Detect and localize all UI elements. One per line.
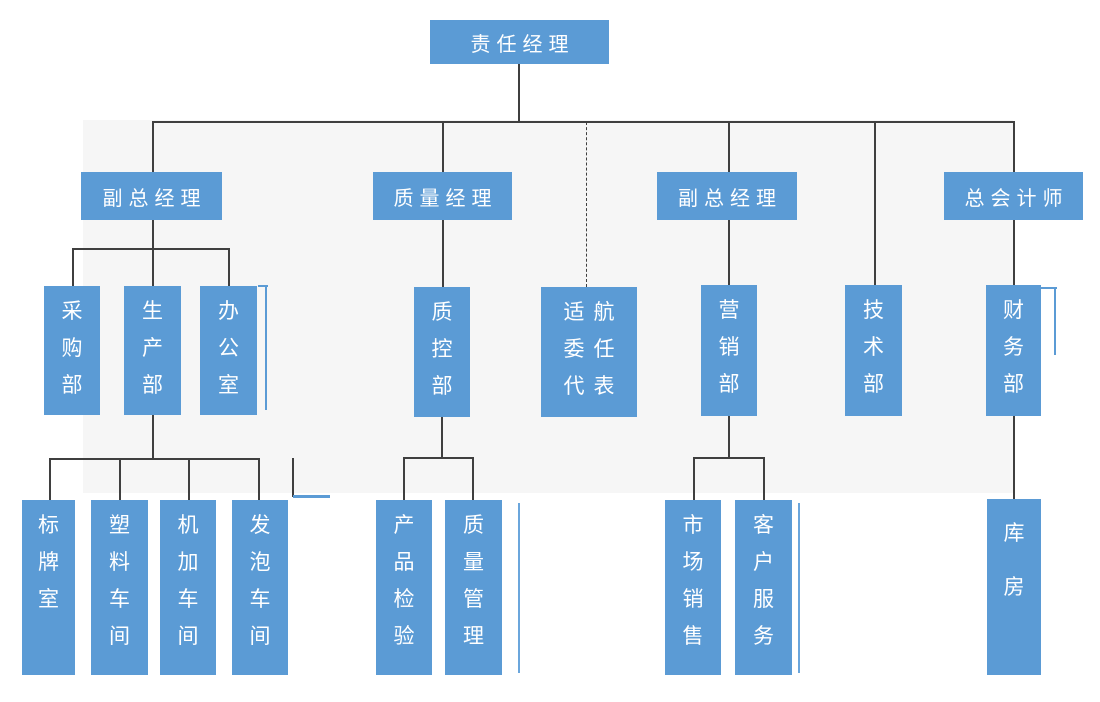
- org-node-label: 副总经理: [102, 187, 207, 210]
- org-node-label: 库房: [1003, 521, 1025, 599]
- org-node-market-sales[interactable]: 市场销售: [665, 500, 721, 675]
- connector-line: [258, 458, 260, 500]
- stray-blue-line: [798, 503, 800, 673]
- stray-blue-line: [1041, 287, 1057, 289]
- org-node-label: 副总经理: [678, 187, 782, 210]
- org-node-label: 财务部: [1003, 299, 1024, 396]
- org-node-label: 质量管理: [463, 514, 484, 648]
- org-node-label-column: 航任表: [593, 301, 615, 398]
- connector-line: [228, 248, 230, 287]
- org-node-quality-control-dept[interactable]: 质控部: [414, 287, 470, 417]
- connector-line: [728, 416, 730, 457]
- connector-line: [442, 121, 444, 172]
- org-node-label: 生产部: [142, 300, 163, 397]
- dashed-connector-line: [586, 122, 587, 287]
- org-node-plastics-workshop[interactable]: 塑料车间: [91, 500, 148, 675]
- org-node-chief-accountant[interactable]: 总会计师: [944, 172, 1083, 220]
- connector-line: [728, 220, 730, 285]
- connector-line: [72, 248, 229, 250]
- org-node-signage-room[interactable]: 标牌室: [22, 500, 75, 675]
- connector-line: [403, 457, 405, 500]
- org-node-responsible-manager[interactable]: 责任经理: [430, 20, 609, 64]
- stray-blue-line: [258, 285, 268, 287]
- org-node-purchasing-dept[interactable]: 采购部: [44, 286, 100, 415]
- org-node-label: 机加车间: [177, 514, 199, 648]
- connector-line: [441, 417, 443, 457]
- org-node-marketing-dept[interactable]: 营销部: [701, 285, 757, 416]
- connector-line: [1013, 121, 1015, 172]
- connector-trunk-horizontal: [152, 121, 1014, 123]
- connector-line: [472, 457, 474, 500]
- org-node-customer-service[interactable]: 客户服务: [735, 500, 792, 675]
- org-node-airworthiness-representative[interactable]: 适委代 航任表: [541, 287, 637, 417]
- connector-line: [1013, 416, 1015, 499]
- org-node-label-column: 适委代: [563, 301, 585, 398]
- org-node-quality-management[interactable]: 质量管理: [445, 500, 502, 675]
- org-node-label: 客户服务: [753, 514, 774, 648]
- connector-line: [49, 458, 258, 460]
- org-node-quality-manager[interactable]: 质量经理: [373, 172, 512, 220]
- connector-line: [152, 220, 154, 248]
- org-node-warehouse[interactable]: 库房: [987, 499, 1041, 675]
- stray-blue-line: [265, 285, 267, 410]
- connector-line: [119, 458, 121, 500]
- connector-line: [152, 248, 154, 287]
- org-node-label: 营销部: [718, 299, 740, 396]
- org-node-office[interactable]: 办公室: [200, 286, 257, 415]
- org-node-foaming-workshop[interactable]: 发泡车间: [232, 500, 288, 675]
- connector-line: [442, 220, 444, 287]
- connector-line: [693, 457, 764, 459]
- connector-line: [152, 415, 154, 458]
- org-node-label: 标牌室: [38, 514, 59, 611]
- org-node-deputy-gm-1[interactable]: 副总经理: [81, 172, 222, 220]
- connector-line: [152, 121, 154, 172]
- org-node-technology-dept[interactable]: 技术部: [845, 285, 902, 416]
- connector-line: [728, 121, 730, 172]
- org-node-machining-workshop[interactable]: 机加车间: [160, 500, 216, 675]
- connector-line: [693, 457, 695, 500]
- connector-line: [49, 458, 51, 500]
- stray-blue-line: [1054, 287, 1056, 355]
- org-node-production-dept[interactable]: 生产部: [124, 286, 181, 415]
- stray-blue-line: [293, 495, 330, 498]
- stray-connector-line: [292, 458, 294, 497]
- org-node-label: 责任经理: [470, 33, 575, 56]
- connector-line: [188, 458, 190, 500]
- connector-line: [72, 248, 74, 287]
- org-node-label: 适委代 航任表: [541, 287, 637, 405]
- org-node-label: 技术部: [863, 299, 884, 396]
- org-node-label: 采购部: [61, 300, 83, 397]
- org-node-product-inspection[interactable]: 产品检验: [376, 500, 432, 675]
- connector-line: [1013, 220, 1015, 285]
- org-node-label: 产品检验: [393, 514, 415, 648]
- org-node-finance-dept[interactable]: 财务部: [986, 285, 1041, 416]
- stray-blue-line: [518, 503, 520, 673]
- connector-line: [403, 457, 473, 459]
- org-node-label: 发泡车间: [249, 514, 271, 648]
- connector-line: [763, 457, 765, 500]
- org-node-label: 总会计师: [964, 187, 1069, 210]
- org-node-deputy-gm-2[interactable]: 副总经理: [657, 172, 797, 220]
- org-node-label: 质量经理: [393, 187, 498, 210]
- org-node-label: 塑料车间: [109, 514, 130, 648]
- org-node-label: 质控部: [431, 301, 453, 398]
- connector-line: [874, 121, 876, 285]
- org-node-label: 办公室: [218, 300, 239, 397]
- org-node-label: 市场销售: [682, 514, 704, 648]
- connector-root-trunk: [518, 63, 520, 121]
